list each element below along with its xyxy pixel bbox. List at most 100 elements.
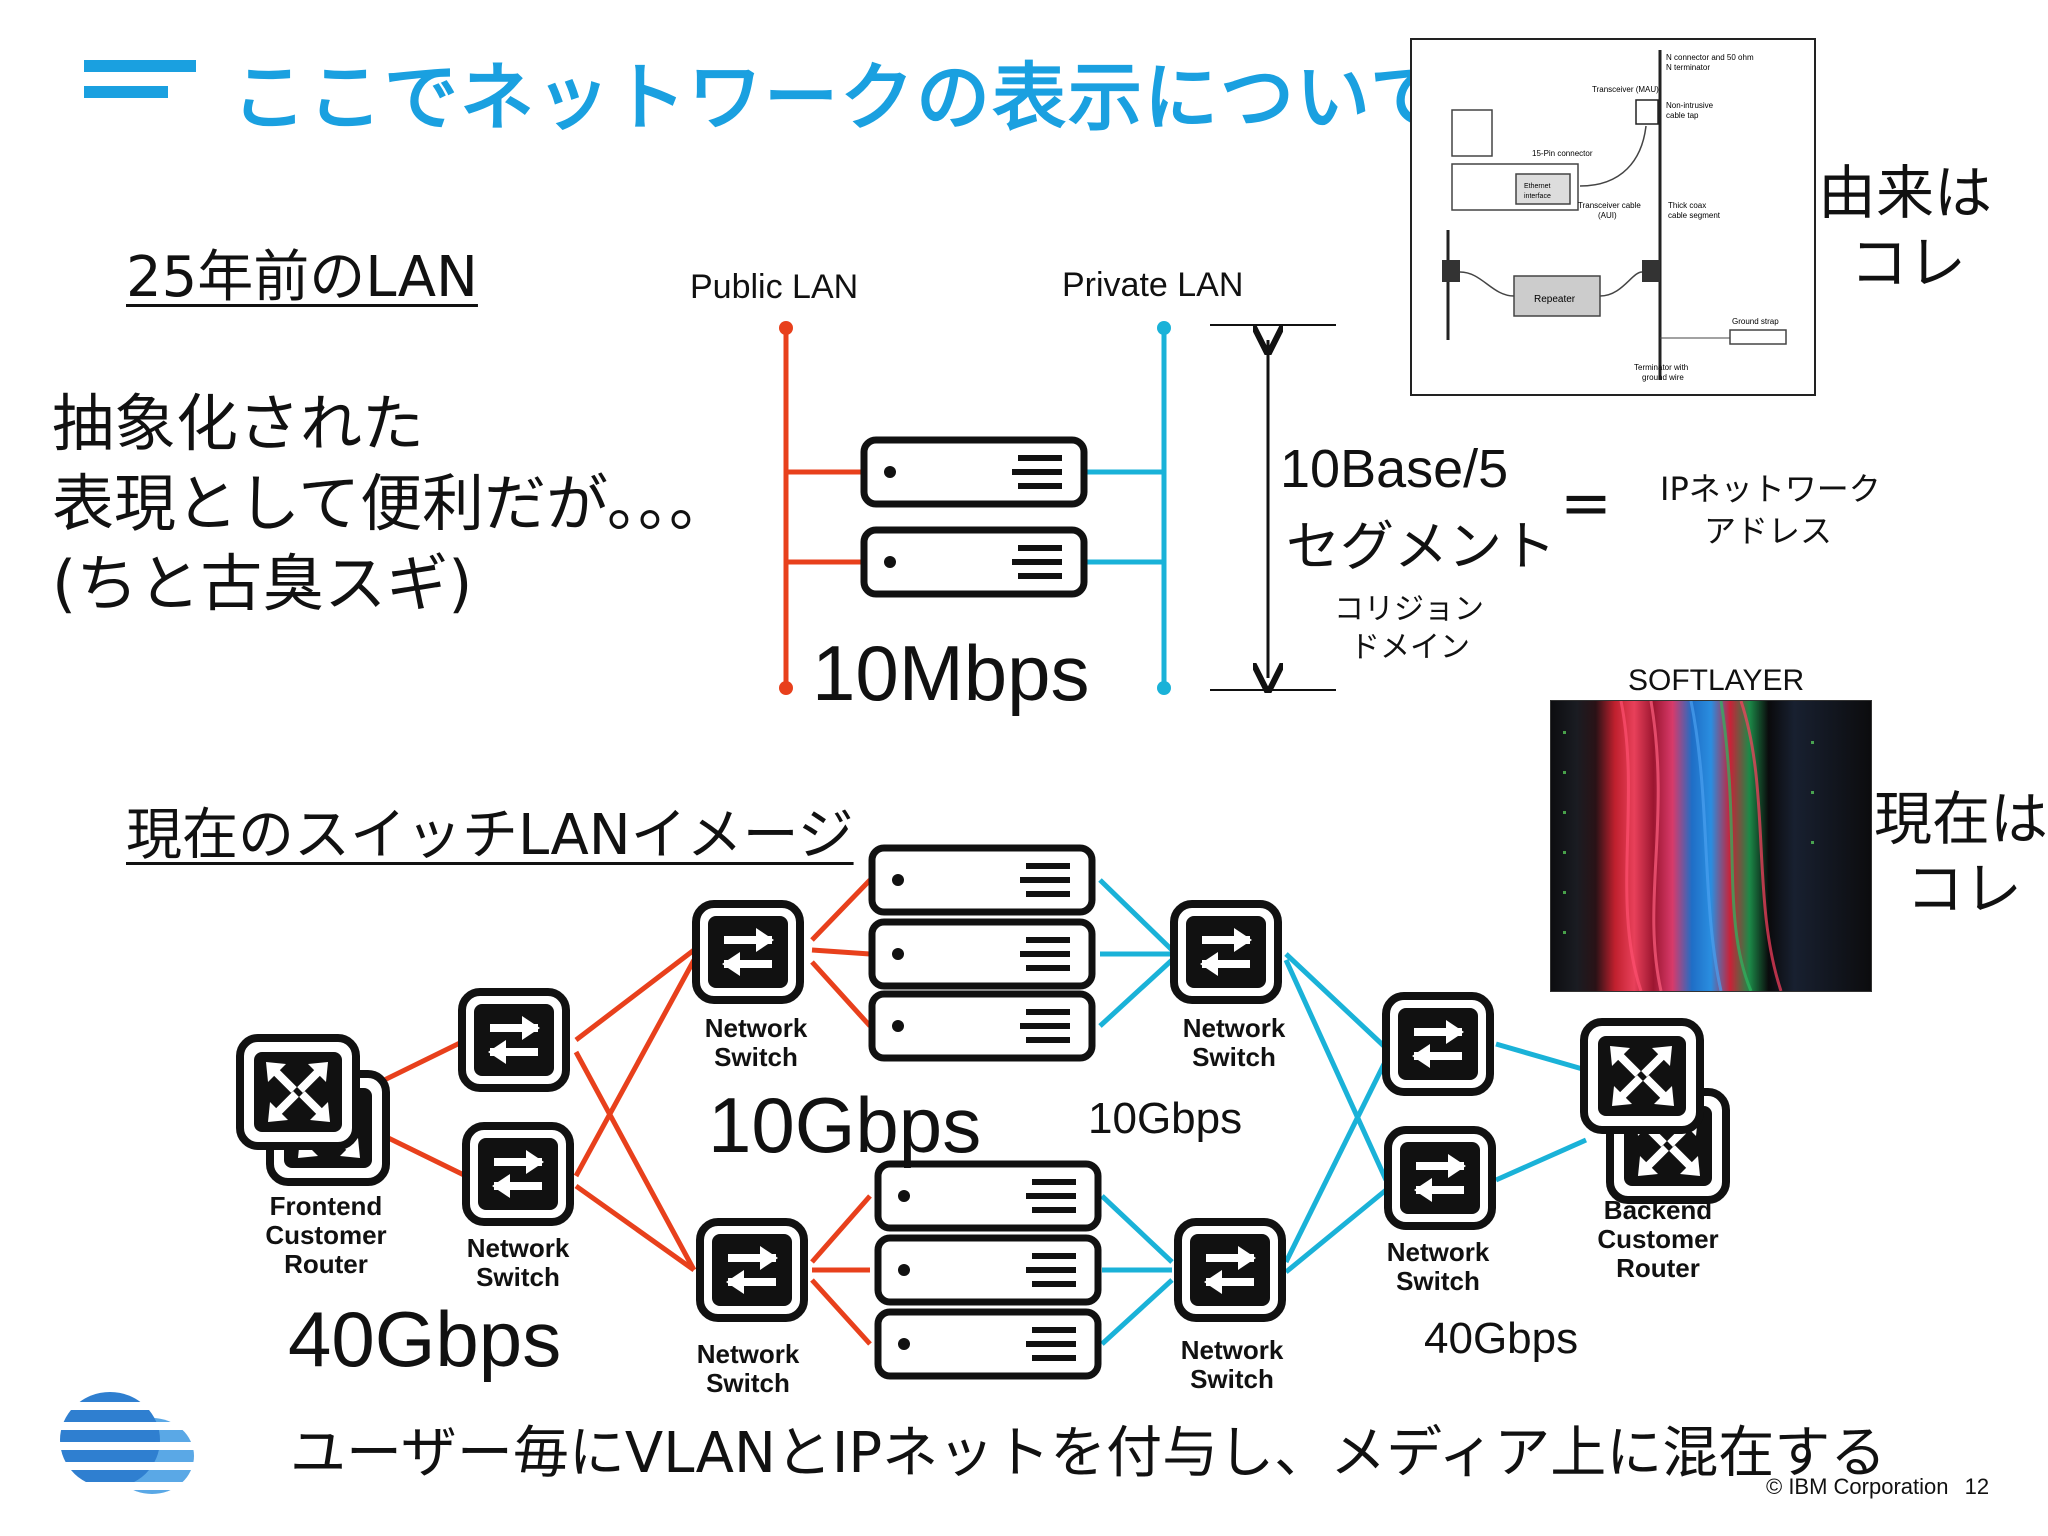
server-top-2 (872, 922, 1092, 986)
origin-label-2: コレ (1850, 229, 1967, 297)
frontend-router-label-2: Customer (265, 1220, 387, 1250)
equals-sign: = (1560, 466, 1612, 539)
title-accent-bar (84, 60, 196, 72)
network-switch-left-top-label-1: Network (704, 1013, 808, 1043)
copyright-footer: © IBM Corporation 12 (1766, 1474, 1989, 1500)
network-switch-right-top-label-1: Network (1182, 1013, 1286, 1043)
aui-n-terminator-text: N terminator (1666, 63, 1710, 72)
thicknet-reference-diagram: N connector and 50 ohm N terminator Tran… (1410, 38, 1816, 396)
network-switch-left-bottom-label-1: Network (696, 1339, 800, 1369)
backend-router-label-3: Router (1616, 1253, 1700, 1283)
aui-ethernet-text: Ethernet (1524, 183, 1551, 190)
network-switch-left-bottom (700, 1222, 804, 1318)
speed-40gbps-left: 40Gbps (288, 1295, 562, 1383)
network-switch-left-top-label: Network Switch (686, 1014, 826, 1072)
frontend-switch-bottom (466, 1126, 570, 1222)
old-lan-desc-2: 表現として便利だが。。。 (52, 467, 731, 540)
network-switch-right-top (1174, 904, 1278, 1000)
network-switch-right-bottom-label-2: Switch (1190, 1364, 1274, 1394)
old-lan-desc-3: (ちと古臭スギ) (52, 547, 473, 620)
segment-label-2: セグメント (1286, 515, 1556, 578)
public-lan-bus-end-top (779, 321, 793, 335)
slide-title: ここでネットワークの表示について (232, 55, 1446, 141)
current-label-1: 現在は (1874, 785, 2048, 853)
softlayer-cables-svg (1563, 701, 1814, 991)
aui-transceiver-text: Transceiver (MAU) (1592, 85, 1659, 94)
collision-label-2: ドメイン (1350, 630, 1470, 665)
title-accent-bar-lower (84, 86, 168, 98)
network-switch-right-bottom-label-1: Network (1180, 1335, 1284, 1365)
frontend-switch-label-1: Network (466, 1233, 570, 1263)
aui-interface-text: interface (1524, 193, 1551, 200)
network-switch-left-top-label-2: Switch (714, 1042, 798, 1072)
ip-network-label-1: IPネットワーク (1660, 470, 1881, 508)
server-top-1 (872, 848, 1092, 912)
frontend-router-label-3: Router (284, 1249, 368, 1279)
aui-ground-wire-text: ground wire (1642, 373, 1684, 382)
speed-40gbps-right: 40Gbps (1424, 1314, 1579, 1363)
network-switch-right-bottom-label: Network Switch (1162, 1336, 1302, 1394)
thicknet-reference-svg: N connector and 50 ohm N terminator Tran… (1442, 50, 1787, 382)
network-switch-left-bottom-label: Network Switch (678, 1340, 818, 1398)
backend-router-label-1: Backend (1603, 1195, 1713, 1225)
backend-router (1584, 1022, 1700, 1130)
network-switch-right-top-label-2: Switch (1192, 1042, 1276, 1072)
aui-terminator-with-text: Terminator with (1634, 363, 1688, 372)
backend-switch-bottom (1388, 1130, 1492, 1226)
backend-router-label-2: Customer (1597, 1224, 1719, 1254)
server-top-3 (872, 994, 1092, 1058)
backend-switch-label-1: Network (1386, 1237, 1490, 1267)
speed-10gbps-mid: 10Gbps (1088, 1094, 1243, 1143)
aui-aui-text: (AUI) (1598, 211, 1617, 220)
public-lan-bus-end-bottom (779, 681, 793, 695)
origin-label-1: 由来は (1818, 159, 1993, 227)
private-lan-bus-end-bottom (1157, 681, 1171, 695)
old-lan-speed: 10Mbps (812, 629, 1090, 717)
server-bottom-1 (878, 1164, 1098, 1228)
backend-switch-top (1386, 996, 1490, 1092)
aui-cable-segment-text: cable segment (1668, 211, 1721, 220)
network-switch-right-bottom (1178, 1222, 1282, 1318)
aui-cable-tap-text: cable tap (1666, 111, 1699, 120)
cloud-logo-icon (40, 1392, 200, 1494)
frontend-switch-top (462, 992, 566, 1088)
aui-15pin-text: 15-Pin connector (1532, 149, 1593, 158)
network-switch-left-top (696, 904, 800, 1000)
public-lan-label: Public LAN (690, 268, 859, 306)
aui-n-connector-text: N connector and 50 ohm (1666, 53, 1754, 62)
current-label-2: コレ (1906, 855, 2023, 923)
frontend-router-label: Frontend Customer Router (236, 1192, 416, 1279)
server-bottom-2 (878, 1238, 1098, 1302)
aui-repeater-text: Repeater (1534, 294, 1576, 305)
network-switch-right-top-label: Network Switch (1164, 1014, 1304, 1072)
copyright-text: © IBM Corporation (1766, 1474, 1949, 1499)
frontend-router (240, 1038, 356, 1146)
aui-transceiver-cable-text: Transceiver cable (1578, 201, 1641, 210)
old-lan-desc-1: 抽象化された (52, 387, 425, 460)
collision-label-1: コリジョン (1334, 592, 1484, 627)
softlayer-label: SOFTLAYER (1628, 664, 1805, 697)
backend-switch-label-2: Switch (1396, 1266, 1480, 1296)
frontend-router-label-1: Frontend (269, 1191, 383, 1221)
frontend-links (370, 878, 872, 1346)
backend-switch-label: Network Switch (1368, 1238, 1508, 1296)
current-lan-heading: 現在のスイッチLANイメージ (126, 803, 854, 868)
softlayer-datacenter-photo (1550, 700, 1872, 992)
old-lan-heading: 25年前のLAN (126, 245, 478, 310)
ip-network-label-2: アドレス (1704, 512, 1833, 550)
frontend-switch-label-2: Switch (476, 1262, 560, 1292)
private-lan-label: Private LAN (1062, 266, 1244, 304)
bottom-statement: ユーザー毎にVLANとIPネットを付与し、メディア上に混在する (290, 1421, 1887, 1486)
frontend-switch-label: Network Switch (448, 1234, 588, 1292)
private-lan-bus-end-top (1157, 321, 1171, 335)
server-bottom-3 (878, 1312, 1098, 1376)
aui-thick-coax-text: Thick coax (1668, 201, 1706, 210)
speed-10gbps-big: 10Gbps (708, 1081, 982, 1169)
old-lan-server-2 (864, 530, 1084, 594)
page-number: 12 (1964, 1474, 1990, 1499)
backend-links (1098, 878, 1588, 1346)
old-lan-server-1 (864, 440, 1084, 504)
segment-label-1: 10Base/5 (1280, 439, 1509, 499)
network-switch-left-bottom-label-2: Switch (706, 1368, 790, 1398)
